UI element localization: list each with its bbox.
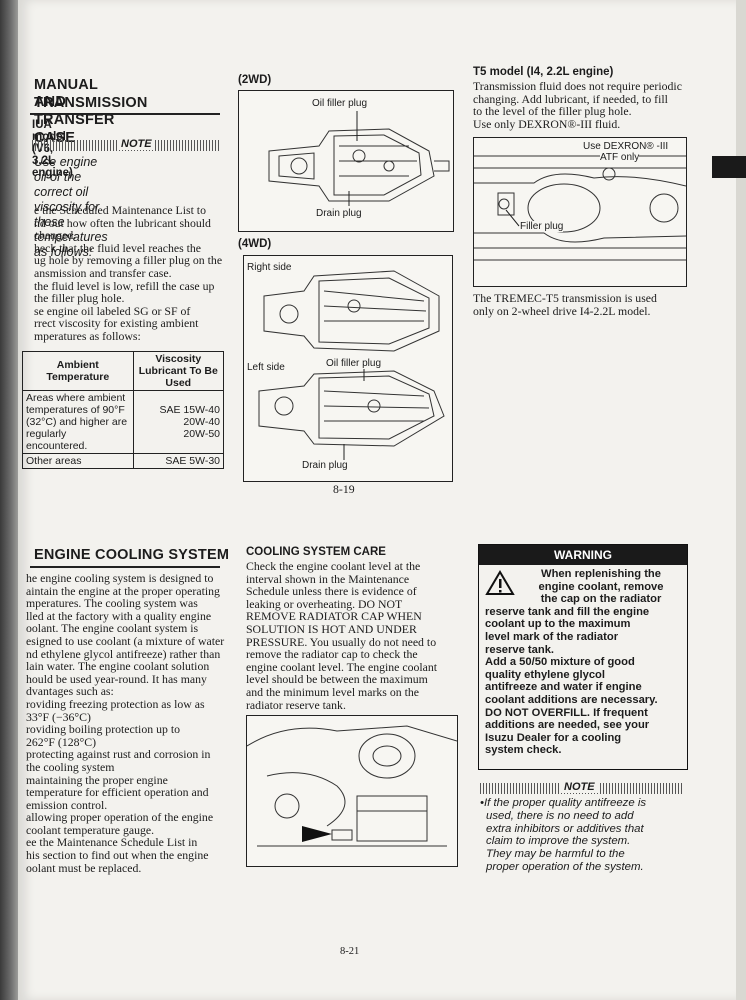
t5-transmission-illustration <box>474 155 687 261</box>
note-text: Use engine oil of the correct oil viscos… <box>34 155 108 259</box>
drain-plug-label-4wd: Drain plug <box>302 460 348 471</box>
t5-caption: The TREMEC-T5 transmission is used only … <box>473 291 657 318</box>
table-row: Other areas SAE 5W-30 <box>22 453 225 469</box>
table-cell: SAE 5W-30 <box>132 453 225 469</box>
antifreeze-note: •If the proper quality antifreeze is use… <box>480 797 647 873</box>
cooling-title: ENGINE COOLING SYSTEM <box>34 547 230 563</box>
oil-filler-plug-label: Oil filler plug <box>312 98 368 109</box>
left-side-label: Left side <box>247 362 285 373</box>
table-cell: Other areas <box>22 453 134 469</box>
label-4wd: (4WD) <box>238 238 272 250</box>
title-rule <box>30 113 220 115</box>
warning-header: WARNING <box>479 545 687 565</box>
table-header-visc: Viscosity Lubricant To Be Used <box>132 351 225 391</box>
atf-only-label: ATF only <box>600 152 640 163</box>
care-title: COOLING SYSTEM CARE <box>246 546 386 558</box>
engine-bay-figure <box>246 715 458 867</box>
note-label: NOTE <box>118 138 155 150</box>
warning-body: When replenishing the engine coolant, re… <box>485 568 664 757</box>
engine-bay-illustration <box>246 725 458 847</box>
table-cell: SAE 15W-40 20W-40 20W-50 <box>132 390 225 454</box>
section-tab <box>712 156 746 178</box>
page-number-8-21: 8-21 <box>340 946 360 957</box>
oil-filler-plug-label-4wd: Oil filler plug <box>326 358 382 369</box>
drain-plug-label: Drain plug <box>316 208 362 219</box>
warning-note-label: NOTE <box>561 781 598 793</box>
section-title-line1: MANUAL TRANSMISSION <box>34 77 148 111</box>
right-side-label: Right side <box>247 262 292 273</box>
table-row: Areas where ambient temperatures of 90°F… <box>22 390 225 454</box>
cooling-title-rule <box>30 566 220 568</box>
fluid-instructions: e the Scheduled Maintenance List to nd o… <box>34 203 223 343</box>
viscosity-table: Ambient Temperature Viscosity Lubricant … <box>22 351 225 469</box>
table-cell: Areas where ambient temperatures of 90°F… <box>22 390 134 454</box>
transmission-2wd-illustration <box>268 111 450 206</box>
page-number-8-19: 8-19 <box>333 482 355 496</box>
figure-t5 <box>473 137 687 287</box>
t5-description: Transmission fluid does not require peri… <box>473 79 682 131</box>
t5-model-title: T5 model (I4, 2.2L engine) <box>473 66 614 78</box>
cooling-body: he engine cooling system is designed to … <box>26 571 225 875</box>
filler-plug-label: Filler plug <box>520 221 564 232</box>
label-2wd: (2WD) <box>238 74 272 86</box>
care-body: Check the engine coolant level at the in… <box>246 559 438 712</box>
warning-box: WARNING When replenishing the engine coo… <box>478 544 688 770</box>
dexron-label: Use DEXRON® -III <box>583 141 669 152</box>
warning-triangle-icon <box>485 570 515 595</box>
table-header-temp: Ambient Temperature <box>22 351 134 391</box>
